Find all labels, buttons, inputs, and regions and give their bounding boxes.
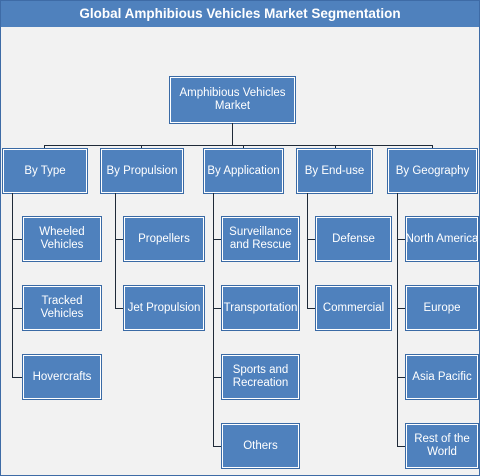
connector bbox=[115, 239, 125, 240]
connector bbox=[307, 193, 308, 309]
connector bbox=[243, 145, 244, 152]
leaf-node: Propellers bbox=[123, 216, 205, 262]
connector bbox=[44, 145, 45, 152]
leaf-node: Rest of the World bbox=[405, 423, 479, 469]
connector bbox=[44, 145, 433, 146]
leaf-node: Europe bbox=[405, 285, 479, 331]
connector bbox=[213, 239, 223, 240]
connector bbox=[12, 193, 13, 377]
leaf-node: Asia Pacific bbox=[405, 354, 479, 400]
connector bbox=[213, 377, 223, 378]
connector bbox=[12, 308, 24, 309]
category-by-end-use: By End-use bbox=[296, 148, 373, 194]
leaf-node: Tracked Vehicles bbox=[22, 285, 102, 331]
leaf-node: Jet Propulsion bbox=[123, 285, 205, 331]
connector bbox=[397, 308, 407, 309]
leaf-node: Commercial bbox=[315, 285, 392, 331]
connector bbox=[115, 308, 125, 309]
connector bbox=[307, 239, 317, 240]
category-by-application: By Application bbox=[203, 148, 284, 194]
root-node: Amphibious Vehicles Market bbox=[169, 76, 296, 124]
connector bbox=[115, 193, 116, 309]
connector bbox=[141, 145, 142, 152]
connector bbox=[12, 377, 24, 378]
connector bbox=[213, 308, 223, 309]
connector bbox=[397, 239, 407, 240]
connector bbox=[213, 446, 223, 447]
leaf-node: Defense bbox=[315, 216, 392, 262]
leaf-node: North America bbox=[405, 216, 479, 262]
leaf-node: Sports and Recreation bbox=[221, 354, 300, 400]
diagram-title: Global Amphibious Vehicles Market Segmen… bbox=[1, 1, 479, 27]
connector bbox=[397, 377, 407, 378]
connector bbox=[397, 446, 407, 447]
connector bbox=[335, 145, 336, 152]
category-by-propulsion: By Propulsion bbox=[100, 148, 184, 194]
category-by-geography: By Geography bbox=[387, 148, 478, 194]
leaf-node: Surveillance and Rescue bbox=[221, 216, 300, 262]
leaf-node: Others bbox=[221, 423, 300, 469]
category-by-type: By Type bbox=[2, 148, 88, 194]
connector bbox=[307, 308, 317, 309]
connector bbox=[12, 239, 24, 240]
connector bbox=[432, 145, 433, 152]
leaf-node: Wheeled Vehicles bbox=[22, 216, 102, 262]
leaf-node: Transportation bbox=[221, 285, 300, 331]
diagram-canvas: Amphibious Vehicles Market By Type By Pr… bbox=[1, 27, 479, 475]
leaf-node: Hovercrafts bbox=[22, 354, 102, 400]
connector bbox=[397, 193, 398, 446]
connector bbox=[213, 193, 214, 446]
connector bbox=[232, 123, 233, 145]
